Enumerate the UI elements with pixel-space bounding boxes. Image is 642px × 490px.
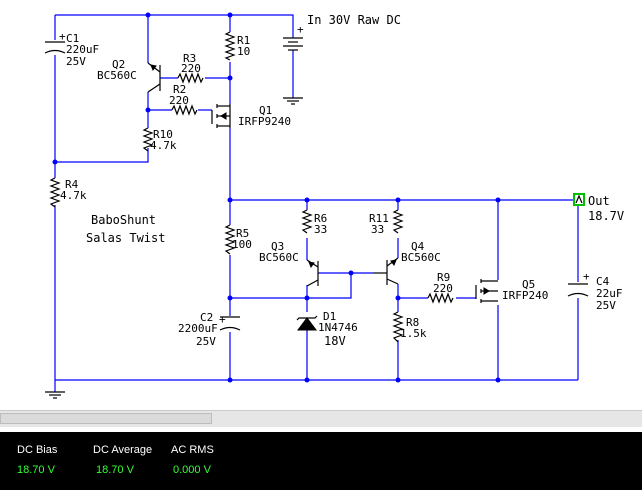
resistor-r8[interactable]	[392, 311, 404, 343]
d1-part: 1N4746	[318, 321, 358, 334]
c1-rating: 25V	[66, 55, 86, 68]
junctions	[52, 12, 501, 383]
scrollbar-thumb[interactable]	[0, 413, 212, 424]
output-label: Out	[588, 194, 610, 208]
ground-symbol-battery	[283, 97, 303, 105]
r5-ref: R5	[236, 227, 249, 240]
meter-value: 18.70 V	[96, 464, 134, 476]
input-label: In 30V Raw DC	[307, 13, 401, 27]
meter-ac-rms: AC RMS 0.000 V	[171, 444, 214, 476]
c1-ref: C1	[66, 32, 79, 45]
q4-ref: Q4	[411, 240, 425, 253]
r9-ref: R9	[437, 271, 450, 284]
horizontal-scrollbar[interactable]	[0, 410, 642, 427]
r6-ref: R6	[314, 212, 327, 225]
wires	[54, 14, 579, 392]
meter-dc-average: DC Average 18.70 V	[93, 444, 152, 476]
q5-part: IRFP240	[502, 289, 548, 302]
r10-ref: R10	[153, 128, 173, 141]
meter-status-bar: DC Bias 18.70 V DC Average 18.70 V AC RM…	[0, 432, 642, 490]
q4-part: BC560C	[401, 251, 441, 264]
r11-ref: R11	[369, 212, 389, 225]
circuit-subtitle: Salas Twist	[86, 231, 165, 245]
q3-ref: Q3	[271, 240, 284, 253]
capacitor-c2[interactable]	[219, 316, 241, 331]
resistor-r3[interactable]	[177, 72, 204, 84]
c1-plus: +	[59, 30, 66, 43]
capacitor-c4[interactable]	[567, 283, 589, 297]
r1-ref: R1	[237, 34, 250, 47]
q2-part: BC560C	[97, 69, 137, 82]
transistor-q3[interactable]	[306, 259, 319, 287]
q5-ref: Q5	[522, 278, 535, 291]
r9-value: 220	[433, 282, 453, 295]
mosfet-q1[interactable]	[211, 104, 231, 128]
c2-value: 2200uF	[178, 322, 218, 335]
q2-ref: Q2	[112, 58, 125, 71]
r8-ref: R8	[406, 316, 419, 329]
r11-value: 33	[371, 223, 384, 236]
transistor-q2[interactable]	[147, 62, 161, 93]
resistor-r10[interactable]	[142, 127, 154, 152]
battery-plus: +	[297, 23, 304, 36]
resistor-r5[interactable]	[224, 224, 236, 255]
c4-rating: 25V	[596, 299, 616, 312]
meter-label: AC RMS	[171, 444, 214, 456]
resistor-r1[interactable]	[224, 31, 236, 61]
schematic-diagram[interactable]: + C1 220uF 25V Q2 BC560C R3 220 R1 10 R2…	[0, 0, 642, 410]
resistor-r9[interactable]	[427, 292, 454, 304]
meter-label: DC Average	[93, 444, 153, 456]
q1-part: IRFP9240	[238, 115, 291, 128]
d1-rating: 18V	[324, 334, 346, 348]
r2-value: 220	[169, 94, 189, 107]
r2-ref: R2	[173, 83, 186, 96]
r5-value: 100	[232, 238, 252, 251]
circuit-title: BaboShunt	[91, 213, 156, 227]
meter-label: DC Bias	[17, 444, 58, 456]
r4-ref: R4	[65, 178, 79, 191]
c2-ref: C2	[200, 311, 213, 324]
meter-value: 0.000 V	[173, 464, 211, 476]
meter-value: 18.70 V	[17, 464, 55, 476]
c4-ref: C4	[596, 275, 610, 288]
q3-part: BC560C	[259, 251, 299, 264]
schematic-canvas[interactable]: + C1 220uF 25V Q2 BC560C R3 220 R1 10 R2…	[0, 0, 642, 410]
resistor-r6[interactable]	[301, 209, 313, 234]
resistor-r4[interactable]	[49, 177, 61, 208]
c2-rating: 25V	[196, 335, 216, 348]
meter-dc-bias: DC Bias 18.70 V	[17, 444, 57, 476]
battery-source[interactable]	[283, 37, 303, 51]
r1-value: 10	[237, 45, 250, 58]
resistor-r2[interactable]	[171, 104, 198, 116]
r10-value: 4.7k	[150, 139, 177, 152]
output-probe[interactable]	[573, 193, 585, 206]
resistor-r11[interactable]	[392, 209, 404, 234]
capacitor-c1[interactable]	[44, 41, 66, 54]
q1-ref: Q1	[259, 104, 272, 117]
ground-symbol-main	[45, 391, 65, 399]
r4-value: 4.7k	[60, 189, 87, 202]
r8-value: 1.5k	[400, 327, 427, 340]
c4-value: 22uF	[596, 287, 623, 300]
c2-plus: +	[219, 313, 226, 326]
c4-plus: +	[583, 270, 590, 283]
transistor-q4[interactable]	[373, 257, 399, 285]
r3-ref: R3	[183, 52, 196, 65]
r6-value: 33	[314, 223, 327, 236]
output-voltage: 18.7V	[588, 209, 624, 223]
zener-d1[interactable]	[296, 315, 318, 331]
mosfet-q5[interactable]	[475, 279, 498, 303]
d1-ref: D1	[323, 310, 336, 323]
c1-value: 220uF	[66, 43, 99, 56]
r3-value: 220	[181, 62, 201, 75]
